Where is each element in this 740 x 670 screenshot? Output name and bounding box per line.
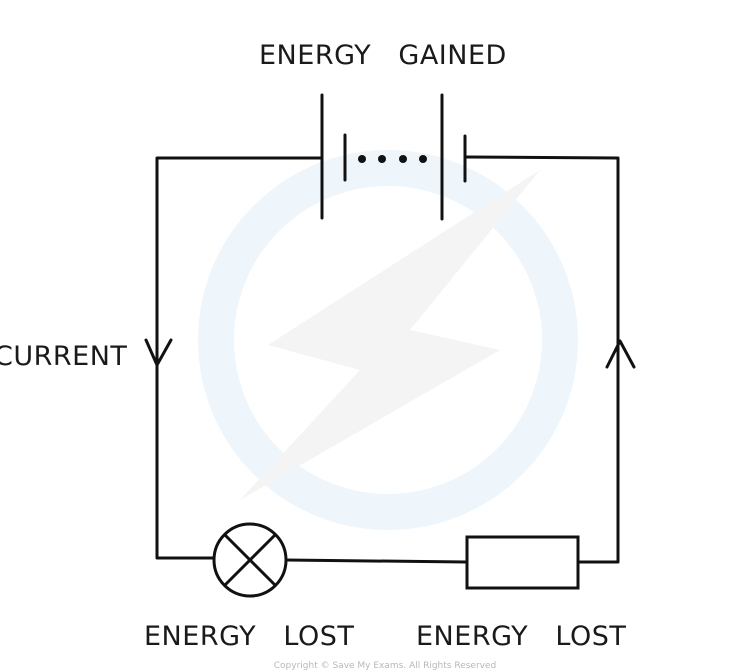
battery-dot [378,155,386,163]
lamp-label: ENERGY LOST [144,621,354,652]
watermark-bolt-icon [240,170,540,500]
wire-left [155,156,324,560]
watermark-ring [198,150,578,530]
battery-dot [399,155,407,163]
wire-bottom [284,558,468,564]
battery-symbol [320,93,467,221]
current-label: CURRENT [0,341,127,372]
watermark-logo [198,150,578,530]
wire-right [464,155,620,564]
lamp-symbol [212,522,288,598]
battery-dot [419,155,427,163]
copyright-footer: Copyright © Save My Exams. All Rights Re… [274,661,496,670]
battery-dot [358,155,366,163]
current-arrow-up-icon [605,339,636,369]
current-arrow-down-icon [144,338,173,367]
battery-label: ENERGY GAINED [259,40,507,71]
resistor-symbol [465,535,580,590]
lamp-cross-2 [223,533,277,587]
resistor-label: ENERGY LOST [416,621,626,652]
